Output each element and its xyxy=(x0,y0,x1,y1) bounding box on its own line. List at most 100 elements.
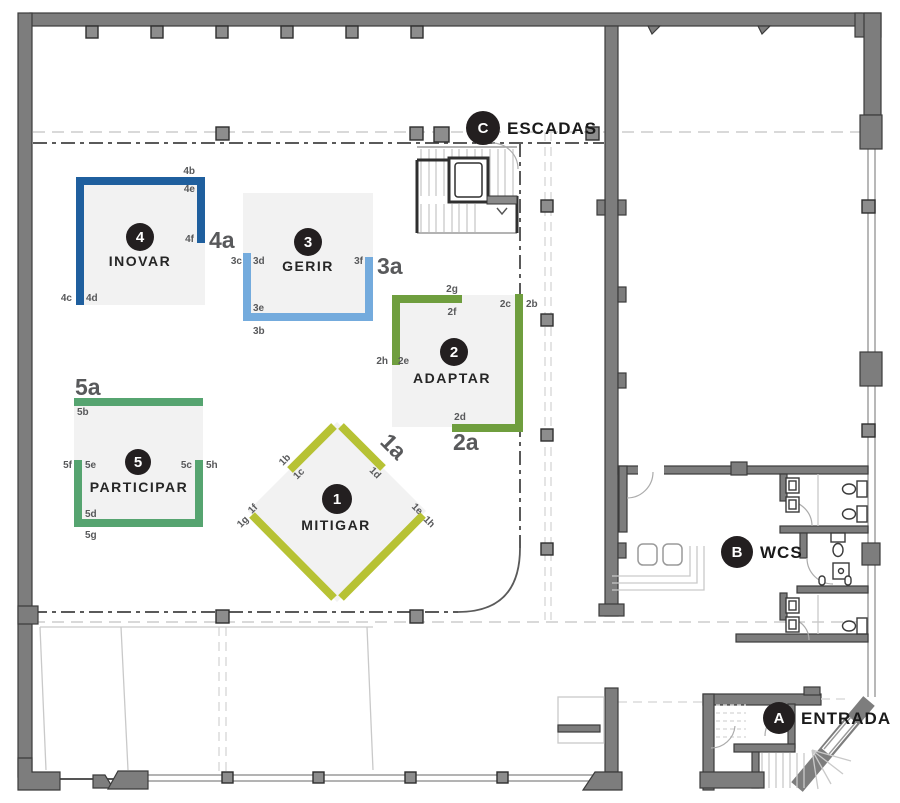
top-tick-1 xyxy=(647,25,662,36)
stair-direction-arrow xyxy=(496,207,508,216)
bottom-left-corner xyxy=(17,757,61,791)
marker-label: ENTRADA xyxy=(801,709,891,728)
zone-label: 5e xyxy=(85,460,97,471)
left-wall xyxy=(17,12,33,778)
chamfer-window xyxy=(823,716,857,755)
grid-lines xyxy=(33,131,860,772)
entry-top-wall xyxy=(702,693,822,706)
zone-number-badge[interactable] xyxy=(440,338,468,366)
zone-label: 5b xyxy=(77,407,89,418)
zone-label: 3e xyxy=(253,303,265,314)
zone-big-label: 5a xyxy=(75,374,101,400)
chamfer-window-gap xyxy=(821,716,858,756)
zone-mitigar-outline-c xyxy=(249,512,337,601)
marker-wcs[interactable]: B WCS xyxy=(721,536,803,568)
divider-wall-lower-foot xyxy=(581,771,623,791)
divider-wall-foot xyxy=(598,603,625,617)
zone-number: 1 xyxy=(333,491,341,508)
entry-bottom-wall xyxy=(699,771,765,789)
zone-label: 3d xyxy=(253,256,265,267)
small-room xyxy=(557,696,605,744)
entry-dashed-treads xyxy=(716,704,746,738)
marker-escadas[interactable]: C ESCADAS xyxy=(466,111,597,145)
divider-wall xyxy=(604,25,619,617)
wall-block-bottom xyxy=(106,770,149,790)
zone-name: PARTICIPAR xyxy=(90,479,188,495)
dashed-pair-bottom xyxy=(218,627,227,772)
zone-name: INOVAR xyxy=(109,253,171,269)
right-wall-top xyxy=(863,12,882,116)
counter-lines xyxy=(612,546,705,591)
zone-label: 2g xyxy=(446,284,458,295)
zone-gerir-outline xyxy=(243,253,373,321)
marker-label: ESCADAS xyxy=(507,119,597,138)
right-pilaster-1 xyxy=(859,114,883,150)
zone-label: 2b xyxy=(526,299,538,310)
stool-icon xyxy=(637,543,658,566)
zone-participar[interactable]: 5a 5b 5f 5e 5c 5h 5d 5g 5 PARTICIPAR xyxy=(63,374,218,541)
zone-number-badge[interactable] xyxy=(322,484,352,514)
marker-letter: B xyxy=(732,544,743,561)
zone-mitigar-outline-d xyxy=(338,512,426,601)
wcs-left-wall xyxy=(618,465,628,533)
toilet-icon xyxy=(841,480,868,498)
bottom-window-band xyxy=(148,774,597,782)
marker-badge[interactable] xyxy=(466,111,500,145)
zone-gerir[interactable]: 3c 3d 3e 3b 3f 3a 3 GERIR xyxy=(231,193,403,337)
zone-adaptar[interactable]: 2g 2f 2c 2b 2h 2e 2d 2a 2 ADAPTAR xyxy=(376,284,537,455)
zone-mitigar-outline-b xyxy=(338,423,386,471)
zone-big-label: 2a xyxy=(453,429,479,455)
zone-name: GERIR xyxy=(282,258,334,274)
entry-left-wall xyxy=(702,693,715,791)
stool-icon xyxy=(662,543,683,566)
marker-letter: C xyxy=(478,120,489,137)
marker-badge[interactable] xyxy=(763,702,795,734)
zone-label: 3c xyxy=(231,256,243,267)
divider-pilaster-left xyxy=(596,199,606,216)
entry-inner-wall-h xyxy=(733,743,796,753)
zone-mitigar[interactable]: 1b 1c 1a 1d 1f 1g 1e 1h 1 MITIGAR xyxy=(235,422,437,602)
dashed-pair-vertical xyxy=(544,132,552,620)
zone-inovar[interactable]: 4b 4e 4f 4a 4c 4d 4 INOVAR xyxy=(61,166,235,305)
urinal-icon xyxy=(832,562,850,580)
zone-label: 5f xyxy=(63,460,73,471)
zone-number-badge[interactable] xyxy=(294,228,322,256)
zone-label: 1g xyxy=(235,514,251,530)
marker-badge[interactable] xyxy=(721,536,753,568)
zone-adaptar-outline-a xyxy=(392,295,462,365)
marker-label: WCS xyxy=(760,543,803,562)
elevator-car xyxy=(454,162,483,198)
toilet-icon xyxy=(841,505,868,523)
zone-label: 4d xyxy=(86,293,98,304)
right-mullion-2 xyxy=(861,423,876,438)
zone-number-badge[interactable] xyxy=(125,449,151,475)
zone-adaptar-outline-b xyxy=(452,294,523,432)
stair-treads-lower xyxy=(420,204,476,232)
entry-wall-notch xyxy=(803,686,821,696)
zone-number: 5 xyxy=(134,454,142,471)
zone-label: 4f xyxy=(185,234,195,245)
left-wall-pilaster xyxy=(17,605,39,625)
zone-label: 4e xyxy=(184,184,196,195)
marker-letter: A xyxy=(774,710,785,727)
marker-entrada[interactable]: A ENTRADA xyxy=(763,702,891,734)
toilet-icon xyxy=(841,617,868,635)
divider-pilaster-1 xyxy=(617,199,627,216)
right-pilaster-3 xyxy=(861,542,881,566)
zone-big-label: 1a xyxy=(375,428,412,465)
toilet-icon xyxy=(830,532,846,558)
zone-number-badge[interactable] xyxy=(126,223,154,251)
wcs-area xyxy=(612,461,869,643)
zone-label: 2e xyxy=(398,356,410,367)
wcs-door-gap xyxy=(638,464,664,476)
sink-icon xyxy=(785,496,800,513)
zone-name: MITIGAR xyxy=(301,517,371,533)
zone-label: 3f xyxy=(354,256,364,267)
zone-label: 5d xyxy=(85,509,97,520)
zone-mitigar-outline-a xyxy=(287,423,337,473)
zone-big-label: 4a xyxy=(209,227,235,253)
zone-big-label: 3a xyxy=(377,253,403,279)
zone-gerir-floor xyxy=(243,193,373,320)
zone-inovar-outline xyxy=(76,177,205,305)
